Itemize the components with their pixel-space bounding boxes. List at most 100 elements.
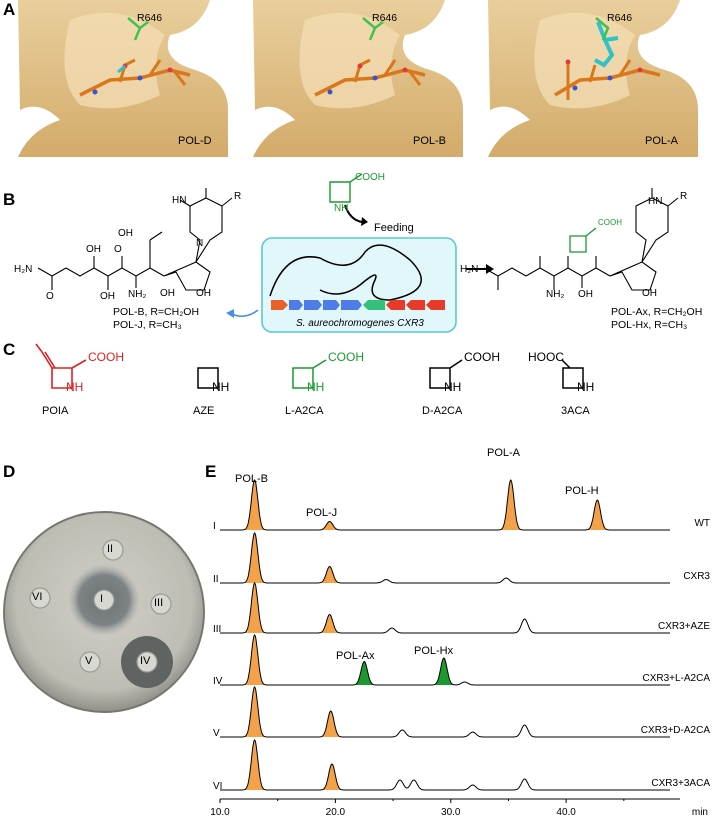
left-h2n: H₂N	[14, 264, 33, 275]
feeding-azetidine	[329, 173, 363, 203]
panel-label-d: D	[3, 462, 16, 481]
peak-fill	[243, 635, 267, 685]
peak-label-pol-ax: POL-Ax	[336, 650, 375, 662]
right-azetidine	[569, 227, 597, 253]
panel-label-e: E	[205, 462, 217, 481]
peak-fill	[318, 521, 342, 530]
chromatogram-trace	[220, 686, 670, 738]
strain-label: S. aureochromogenes CXR3	[296, 318, 424, 329]
left-hn: HN	[172, 195, 187, 206]
panel-label-b: B	[3, 190, 16, 209]
peak-fill	[320, 764, 344, 790]
compound-label-poia: POIA	[42, 405, 69, 417]
trace-roman-label: V	[213, 728, 220, 739]
feeding-nh: NH	[334, 203, 349, 214]
feeding-label: Feeding	[374, 222, 414, 234]
x-axis-label: min	[692, 807, 708, 818]
left-oh-2: OH	[100, 291, 115, 302]
trace-sample-label: WT	[694, 518, 710, 529]
d-a2ca-structure	[429, 359, 463, 389]
gene-cluster	[271, 300, 445, 310]
d-a2ca-nh: NH	[444, 380, 462, 394]
residue-label-2: R646	[372, 12, 398, 24]
left-o-2: O	[114, 244, 122, 255]
panel-a-structures	[18, 0, 698, 157]
right-r: R	[680, 191, 688, 202]
compound-label-3aca: 3ACA	[561, 405, 590, 417]
left-nh2: NH₂	[128, 289, 147, 300]
trace-roman-label: I	[213, 521, 216, 532]
panel-label-c: C	[3, 340, 16, 359]
left-oh-4: OH	[196, 288, 211, 299]
peak-fill	[319, 711, 343, 737]
poia-cooh: COOH	[88, 350, 124, 364]
3aca-structure	[561, 359, 584, 389]
peak-fill	[318, 566, 342, 583]
trace-roman-label: III	[213, 624, 221, 635]
peak-fill	[318, 614, 342, 633]
poia-structure	[35, 343, 87, 389]
x-tick-label: 10.0	[210, 807, 230, 818]
chromatogram-trace	[220, 532, 670, 584]
x-tick-label: 40.0	[556, 807, 576, 818]
peak-fill	[243, 533, 267, 583]
x-tick-label: 30.0	[441, 807, 461, 818]
trace-sample-label: CXR3+3ACA	[651, 778, 710, 789]
panel-b-schematic	[37, 173, 679, 333]
well-label-vi: VI	[32, 591, 43, 603]
peak-fill	[243, 480, 267, 530]
3aca-hooc: HOOC	[528, 350, 564, 364]
peak-fill	[243, 583, 267, 633]
left-oh-3: OH	[160, 288, 175, 299]
trace-sample-label: CXR3	[683, 571, 710, 582]
peak-fill	[585, 500, 609, 530]
left-oh-1: OH	[86, 244, 101, 255]
well-label-v: V	[85, 655, 93, 667]
left-n: N	[196, 238, 204, 249]
poia-nh: NH	[66, 380, 84, 394]
structure-image-2	[253, 0, 463, 157]
residue-label-3: R646	[607, 12, 633, 24]
peak-fill	[352, 661, 376, 685]
trace-sample-label: CXR3+D-A2CA	[641, 725, 711, 736]
l-a2ca-structure	[292, 359, 327, 389]
structure-label-3: POL-A	[645, 135, 679, 147]
right-compound-line-2: POL-Hx, R=CH₃	[611, 319, 688, 331]
peak-label-pol-a: POL-A	[487, 447, 521, 459]
right-oh-2: OH	[642, 288, 657, 299]
residue-label-1: R646	[137, 12, 163, 24]
peak-fill	[499, 480, 523, 530]
d-a2ca-cooh: COOH	[464, 350, 500, 364]
panel-label-a: A	[3, 0, 16, 19]
feeding-arrow	[344, 204, 363, 223]
right-compound-line-1: POL-Ax, R=CH₂OH	[611, 306, 703, 318]
well-label-iv: IV	[140, 655, 151, 667]
right-cooh: COOH	[598, 218, 622, 227]
chromatogram-trace	[220, 634, 670, 686]
left-molecule	[37, 188, 233, 291]
feeding-cooh: COOH	[355, 172, 385, 183]
chromatogram-trace	[220, 739, 670, 791]
peak-fill	[432, 658, 456, 685]
right-nh2: NH₂	[546, 289, 565, 300]
left-compound-line-2: POL-J, R=CH₃	[113, 319, 182, 331]
well-label-ii: II	[107, 543, 114, 555]
peak-label-pol-hx: POL-Hx	[414, 645, 454, 657]
trace-roman-label: VI	[213, 781, 222, 792]
left-arrow	[231, 309, 259, 318]
3aca-nh: NH	[577, 380, 595, 394]
structure-image-3	[488, 0, 698, 157]
l-a2ca-cooh: COOH	[328, 350, 364, 364]
trace-roman-label: IV	[213, 676, 223, 687]
left-compound-line-1: POL-B, R=CH₂OH	[113, 306, 200, 318]
peak-label-pol-b: POL-B	[235, 473, 269, 485]
right-h2n: H₂N	[460, 264, 479, 275]
chromosome-line	[269, 244, 422, 301]
x-tick-label: 20.0	[326, 807, 346, 818]
trace-sample-label: CXR3+L-A2CA	[642, 673, 710, 684]
structure-label-2: POL-B	[413, 135, 447, 147]
structure-label-1: POL-D	[178, 135, 212, 147]
trace-roman-label: II	[213, 574, 219, 585]
aze-nh: NH	[212, 380, 230, 394]
